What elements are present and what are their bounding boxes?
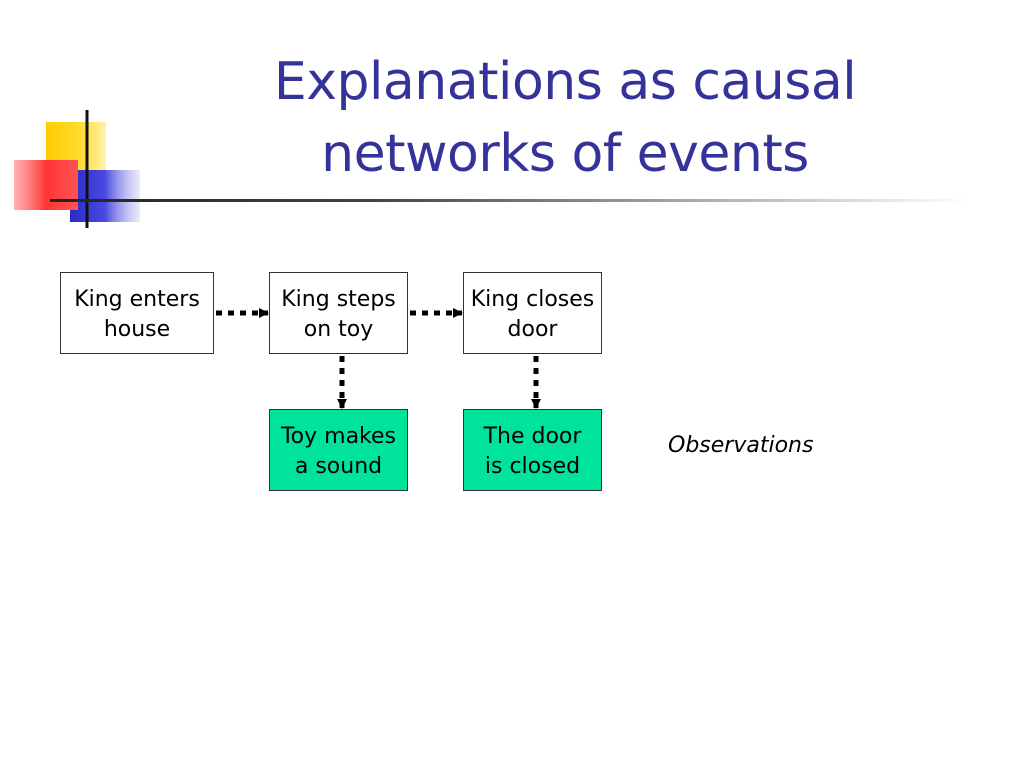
title-underline	[50, 199, 970, 202]
node-label-line: King closes	[470, 287, 595, 312]
node-label-line: King steps	[281, 287, 396, 312]
node-label-line: a sound	[294, 454, 383, 479]
node-king-enters-house: King enters house	[60, 272, 214, 354]
slide-title: Explanations as causal networks of event…	[180, 46, 950, 190]
corner-decoration-icon	[14, 110, 140, 228]
node-label-line: The door	[483, 424, 582, 449]
observations-label: Observations	[668, 433, 814, 458]
node-label-line: on toy	[303, 317, 374, 342]
slide-title-line-2: networks of events	[321, 124, 809, 184]
node-label-line: is closed	[484, 454, 581, 479]
slide-title-line-1: Explanations as causal	[273, 52, 857, 112]
node-label-line: King enters	[74, 287, 200, 312]
node-king-steps-on-toy: King steps on toy	[269, 272, 408, 354]
node-label-line: Toy makes	[280, 424, 397, 449]
node-king-closes-door: King closes door	[463, 272, 602, 354]
node-door-is-closed: The door is closed	[463, 409, 602, 491]
node-label-line: door	[507, 317, 558, 342]
node-toy-makes-sound: Toy makes a sound	[269, 409, 408, 491]
node-label-line: house	[103, 317, 171, 342]
